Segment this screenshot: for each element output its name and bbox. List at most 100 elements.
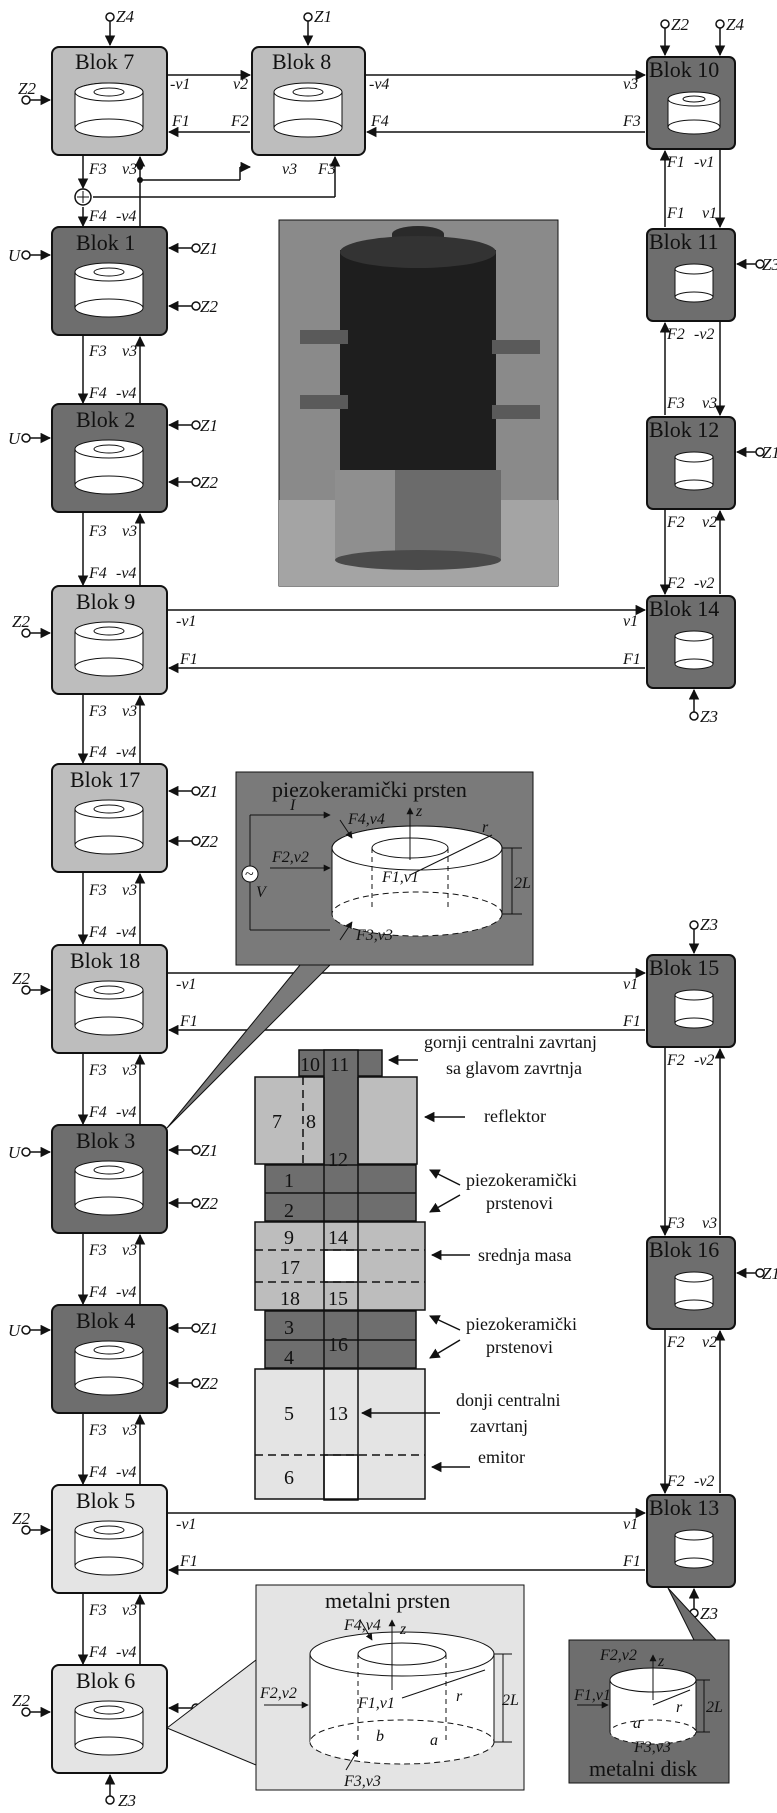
part-number: 16 <box>328 1334 348 1356</box>
signal-label: -v1 <box>176 613 196 630</box>
height-label: 2L <box>706 1699 723 1716</box>
z4-label: Z4 <box>726 15 744 34</box>
z3-label: Z3 <box>700 1604 718 1623</box>
part-number: 15 <box>328 1288 348 1310</box>
signal-label: F2 <box>666 1473 685 1490</box>
signal-label: -v4 <box>116 744 136 761</box>
block-1-title: Blok 1 <box>76 230 135 255</box>
z1-label: Z1 <box>314 7 332 26</box>
block-15: Blok 15 <box>647 955 735 1047</box>
signal-label: F4 <box>88 385 107 402</box>
signal-label: v3 <box>122 882 137 899</box>
signal-label: v3 <box>122 523 137 540</box>
z2-label: Z2 <box>12 612 30 631</box>
signal-label: F1 <box>666 154 685 171</box>
signal-label: -v2 <box>694 1052 714 1069</box>
part-number: 9 <box>284 1227 294 1249</box>
z-axis-label: z <box>399 1621 407 1638</box>
force-label: F1,v1 <box>381 869 419 886</box>
callout-label: piezokeramički <box>466 1170 577 1190</box>
block-2-title: Blok 2 <box>76 407 135 432</box>
signal-label: F1 <box>622 1013 641 1030</box>
signal-label: F1 <box>171 113 190 130</box>
block-11: Blok 11 <box>647 229 735 321</box>
force-label: F2,v2 <box>599 1647 637 1664</box>
signal-label: v3 <box>122 1062 137 1079</box>
signal-label: v3 <box>702 395 717 412</box>
block-3: Blok 3 <box>52 1125 167 1233</box>
ring-icon <box>75 1341 143 1395</box>
signal-label: -v4 <box>116 1464 136 1481</box>
block-4: Blok 4 <box>52 1305 167 1413</box>
z1-label: Z1 <box>200 416 218 435</box>
ring-icon <box>75 800 143 854</box>
signal-label: -v4 <box>116 1644 136 1661</box>
signal-label: -v4 <box>116 208 136 225</box>
signal-label: -v4 <box>116 385 136 402</box>
signal-label: F3 <box>88 1602 107 1619</box>
part-number: 11 <box>330 1054 349 1076</box>
z3-label: Z3 <box>118 1791 136 1810</box>
signal-label: F4 <box>88 1284 107 1301</box>
z1-label: Z1 <box>200 1319 218 1338</box>
signal-label: v1 <box>623 976 638 993</box>
block-10: Blok 10 <box>647 57 735 149</box>
ac-source-icon: ~ <box>245 866 254 883</box>
a-label: a <box>430 1732 438 1749</box>
block-13: Blok 13 <box>647 1495 735 1587</box>
signal-label: F4 <box>88 744 107 761</box>
part-number: 3 <box>284 1317 294 1339</box>
a-label: a <box>633 1715 641 1732</box>
signal-label: F3 <box>317 161 336 178</box>
inset-title: piezokeramički prsten <box>272 777 467 802</box>
part-number: 18 <box>280 1288 300 1310</box>
signal-label: F4 <box>88 1644 107 1661</box>
u-label: U <box>8 1143 22 1162</box>
signal-label: v3 <box>702 1215 717 1232</box>
callout-label: prstenovi <box>486 1337 553 1357</box>
radius-label: r <box>482 819 489 836</box>
ring-icon <box>75 440 143 494</box>
callout-label: srednja masa <box>478 1245 571 1265</box>
signal-label: F2 <box>666 1052 685 1069</box>
force-label: F2,v2 <box>259 1685 297 1702</box>
callout-label: prstenovi <box>486 1193 553 1213</box>
disk-icon <box>675 990 713 1028</box>
block-11-title: Blok 11 <box>649 229 718 254</box>
signal-label: v3 <box>282 161 297 178</box>
force-label: F4,v4 <box>347 811 385 828</box>
callout-label: reflektor <box>484 1106 546 1126</box>
signal-label: v3 <box>122 1242 137 1259</box>
signal-label: F3 <box>88 1062 107 1079</box>
block-8-title: Blok 8 <box>272 49 331 74</box>
signal-label: -v1 <box>176 1516 196 1533</box>
signal-label: v2 <box>702 1334 717 1351</box>
z2-label: Z2 <box>671 15 689 34</box>
signal-label: F3 <box>666 395 685 412</box>
block-4-title: Blok 4 <box>76 1308 135 1333</box>
callout-label: piezokeramički <box>466 1314 577 1334</box>
inset-title: metalni disk <box>589 1756 697 1781</box>
signal-label: F3 <box>88 1242 107 1259</box>
ring-icon <box>75 83 143 137</box>
disk-icon <box>675 1272 713 1310</box>
block-2: Blok 2 <box>52 404 167 512</box>
signal-label: F1 <box>179 651 198 668</box>
part-number: 13 <box>328 1403 348 1425</box>
block-3-title: Blok 3 <box>76 1128 135 1153</box>
disk-icon <box>675 1530 713 1568</box>
block-9-title: Blok 9 <box>76 589 135 614</box>
z2-label: Z2 <box>12 1509 30 1528</box>
ring-icon <box>75 263 143 317</box>
disk-icon <box>675 452 713 490</box>
callout-label: emitor <box>478 1447 525 1467</box>
signal-label: F3 <box>88 161 107 178</box>
part-number: 4 <box>284 1347 294 1369</box>
block-16: Blok 16 <box>647 1237 735 1329</box>
block-12: Blok 12 <box>647 417 735 509</box>
ring-icon <box>75 1701 143 1755</box>
inset-title: metalni prsten <box>325 1588 450 1613</box>
signal-label: v3 <box>623 76 638 93</box>
z2-label: Z2 <box>200 832 218 851</box>
